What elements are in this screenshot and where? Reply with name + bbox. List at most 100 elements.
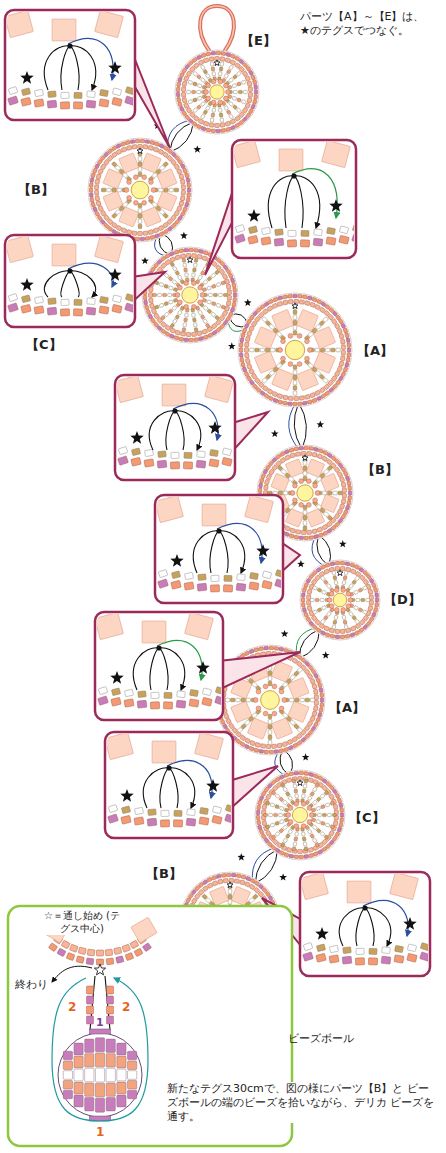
bead (342, 580, 346, 584)
bead (112, 97, 122, 106)
part-outline (300, 560, 380, 640)
callout-frame (155, 495, 283, 603)
bead (313, 706, 318, 711)
bead (220, 719, 225, 724)
bead (202, 329, 208, 334)
bead (159, 282, 164, 286)
bead (337, 827, 342, 832)
bead (359, 567, 365, 572)
bead (321, 805, 326, 809)
bead (293, 365, 297, 369)
bead (339, 235, 349, 244)
bead (328, 491, 332, 495)
bead (324, 626, 330, 632)
bead (293, 483, 298, 488)
bead (262, 317, 268, 323)
bead (277, 301, 283, 306)
bead (205, 74, 210, 79)
bead (229, 78, 234, 83)
bead (237, 82, 242, 86)
bead (268, 895, 273, 901)
bead (200, 101, 205, 106)
bead (47, 100, 57, 108)
bead (280, 783, 285, 788)
bead (48, 298, 57, 305)
bead (363, 579, 369, 585)
bead (278, 400, 283, 404)
joint-loop (297, 535, 347, 567)
bead (66, 953, 75, 961)
bead (125, 140, 130, 144)
bead (394, 955, 404, 963)
bead (320, 794, 325, 799)
bead (201, 53, 206, 58)
bead (143, 295, 147, 300)
bead (215, 265, 221, 271)
bead (230, 60, 236, 66)
bead-part (142, 247, 238, 343)
bead (301, 598, 304, 602)
bead (293, 743, 298, 748)
bead (334, 607, 339, 612)
bead (345, 634, 350, 638)
star-symbol (20, 278, 33, 291)
bead (138, 224, 142, 228)
bead (61, 299, 69, 305)
bead (99, 99, 109, 107)
bead (256, 706, 261, 711)
bead (172, 306, 177, 311)
bead (236, 698, 240, 702)
thread-line (68, 263, 113, 287)
bead (182, 258, 186, 262)
bead (138, 219, 142, 223)
bead (198, 285, 203, 290)
bead (220, 123, 225, 128)
joint-loop (238, 848, 287, 884)
bead (35, 89, 44, 96)
bead (277, 393, 283, 398)
bead (312, 711, 317, 717)
bead (189, 338, 193, 342)
bead (216, 874, 221, 878)
bead (297, 334, 302, 339)
bead (288, 829, 293, 834)
bead (163, 702, 172, 709)
callout-frame (232, 140, 356, 258)
bead (114, 947, 122, 955)
bead (407, 944, 416, 952)
bead (200, 114, 205, 119)
bead (346, 357, 350, 362)
bead (311, 726, 316, 732)
bead (335, 566, 340, 570)
bead (106, 958, 114, 965)
star-symbol (141, 257, 149, 264)
bead (300, 240, 309, 247)
bead (119, 169, 125, 175)
bead (315, 491, 320, 496)
bead (303, 784, 307, 788)
bead (267, 306, 273, 312)
thread-line (143, 768, 194, 808)
bead (325, 823, 330, 827)
bead (156, 206, 162, 212)
bead (206, 83, 211, 88)
bead (327, 528, 333, 533)
bead (184, 304, 189, 309)
bead (220, 57, 225, 62)
bead (169, 300, 174, 304)
star-symbol (238, 853, 246, 860)
bead (153, 228, 159, 233)
bead (285, 459, 304, 478)
bead (245, 358, 250, 363)
bead (331, 375, 337, 381)
bead (194, 338, 199, 342)
bead (236, 583, 246, 591)
bead (203, 110, 208, 115)
bead (341, 482, 346, 487)
bead (93, 168, 98, 173)
bead (249, 898, 255, 904)
bead (61, 92, 69, 98)
bead (363, 624, 369, 629)
bead (312, 452, 317, 457)
bead (337, 328, 342, 334)
